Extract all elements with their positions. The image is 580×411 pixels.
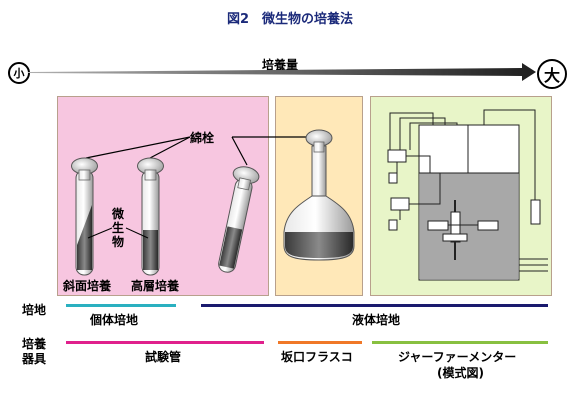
flask-bar [278, 341, 362, 344]
jar-fermenter-schematic [387, 109, 548, 281]
microbe-label-char-1: 微 [112, 207, 125, 221]
tools-row-label-line-1: 培養 [22, 337, 47, 351]
slant-culture-tube [71, 157, 98, 276]
solid-medium-bar [66, 304, 176, 307]
flask-label: 坂口フラスコ [281, 350, 353, 364]
schematic-note: (模式図) [437, 366, 484, 380]
scale-label: 培養量 [262, 58, 299, 72]
culture-medium-row-label: 培地 [22, 303, 47, 317]
liquid-medium-label: 液体培地 [352, 313, 401, 327]
liquid-medium-bar [201, 304, 548, 307]
slant-culture-label: 斜面培養 [63, 279, 112, 293]
cotton-plug-label: 綿栓 [190, 131, 215, 145]
sakaguchi-flask [283, 129, 355, 261]
scale-large-marker: 大 [537, 59, 567, 89]
jar-fermenter-label: ジャーファーメンター [398, 350, 517, 364]
microbe-label-char-3: 物 [112, 235, 125, 249]
scale-arrow-shape [28, 63, 536, 81]
stab-culture-label: 高層培養 [131, 279, 180, 293]
stab-culture-tube [137, 157, 164, 276]
tilted-test-tube [218, 166, 260, 273]
test-tube-label: 試験管 [145, 350, 182, 364]
microbe-label-char-2: 生 [112, 221, 125, 235]
tools-row-label-line-2: 器具 [22, 352, 47, 366]
solid-medium-label: 個体培地 [90, 313, 139, 327]
diagram-title: 図2 微生物の培養法 [226, 12, 354, 27]
test-tube-bar [66, 341, 264, 344]
fermenter-bar [372, 341, 548, 344]
